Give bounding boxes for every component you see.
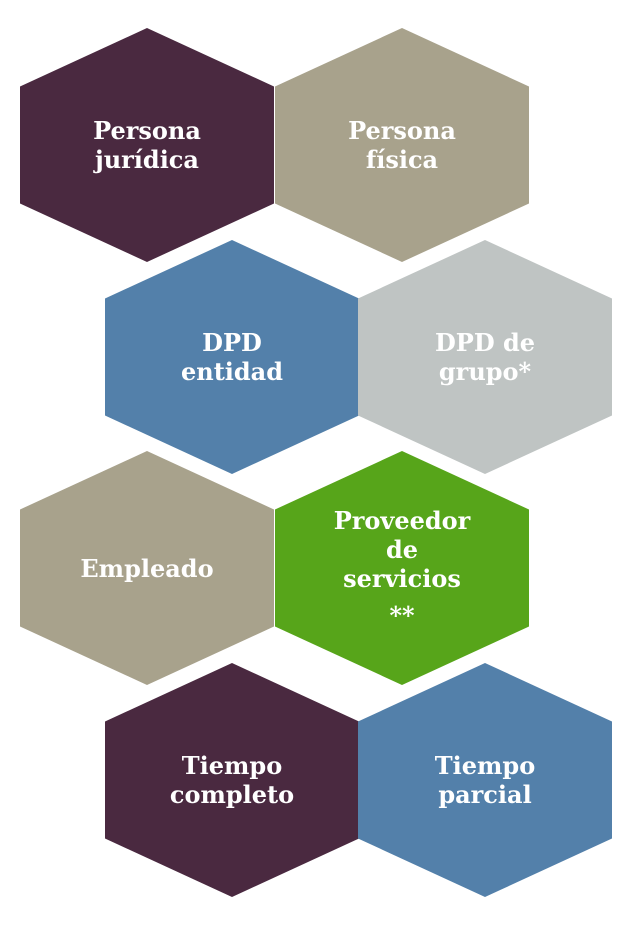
hexagon-tiempo-completo: Tiempo completo: [105, 663, 359, 897]
hexagon-tiempo-parcial: Tiempo parcial: [358, 663, 612, 897]
hexagon-empleado: Empleado: [20, 451, 274, 685]
hexagon-sublabel: **: [389, 601, 415, 630]
hexagon-label: DPD de grupo*: [434, 328, 536, 386]
hexagon-label: Tiempo completo: [169, 751, 295, 809]
hexagon-label-group: Proveedor de servicios **: [317, 477, 487, 659]
hexagon-label: Persona física: [348, 116, 456, 174]
hexagon-dpd-de-grupo: DPD de grupo*: [358, 240, 612, 474]
hexagon-label: Proveedor de servicios: [333, 506, 471, 593]
hexagon-label: Tiempo parcial: [434, 751, 536, 809]
hexagon-proveedor-de-servicios: Proveedor de servicios **: [275, 451, 529, 685]
hexagon-persona-juridica: Persona jurídica: [20, 28, 274, 262]
hexagon-label: Empleado: [80, 553, 214, 583]
hexagon-dpd-entidad: DPD entidad: [105, 240, 359, 474]
hexagon-persona-fisica: Persona física: [275, 28, 529, 262]
hexagon-label: DPD entidad: [180, 328, 284, 386]
hexagon-label: Persona jurídica: [93, 116, 201, 174]
